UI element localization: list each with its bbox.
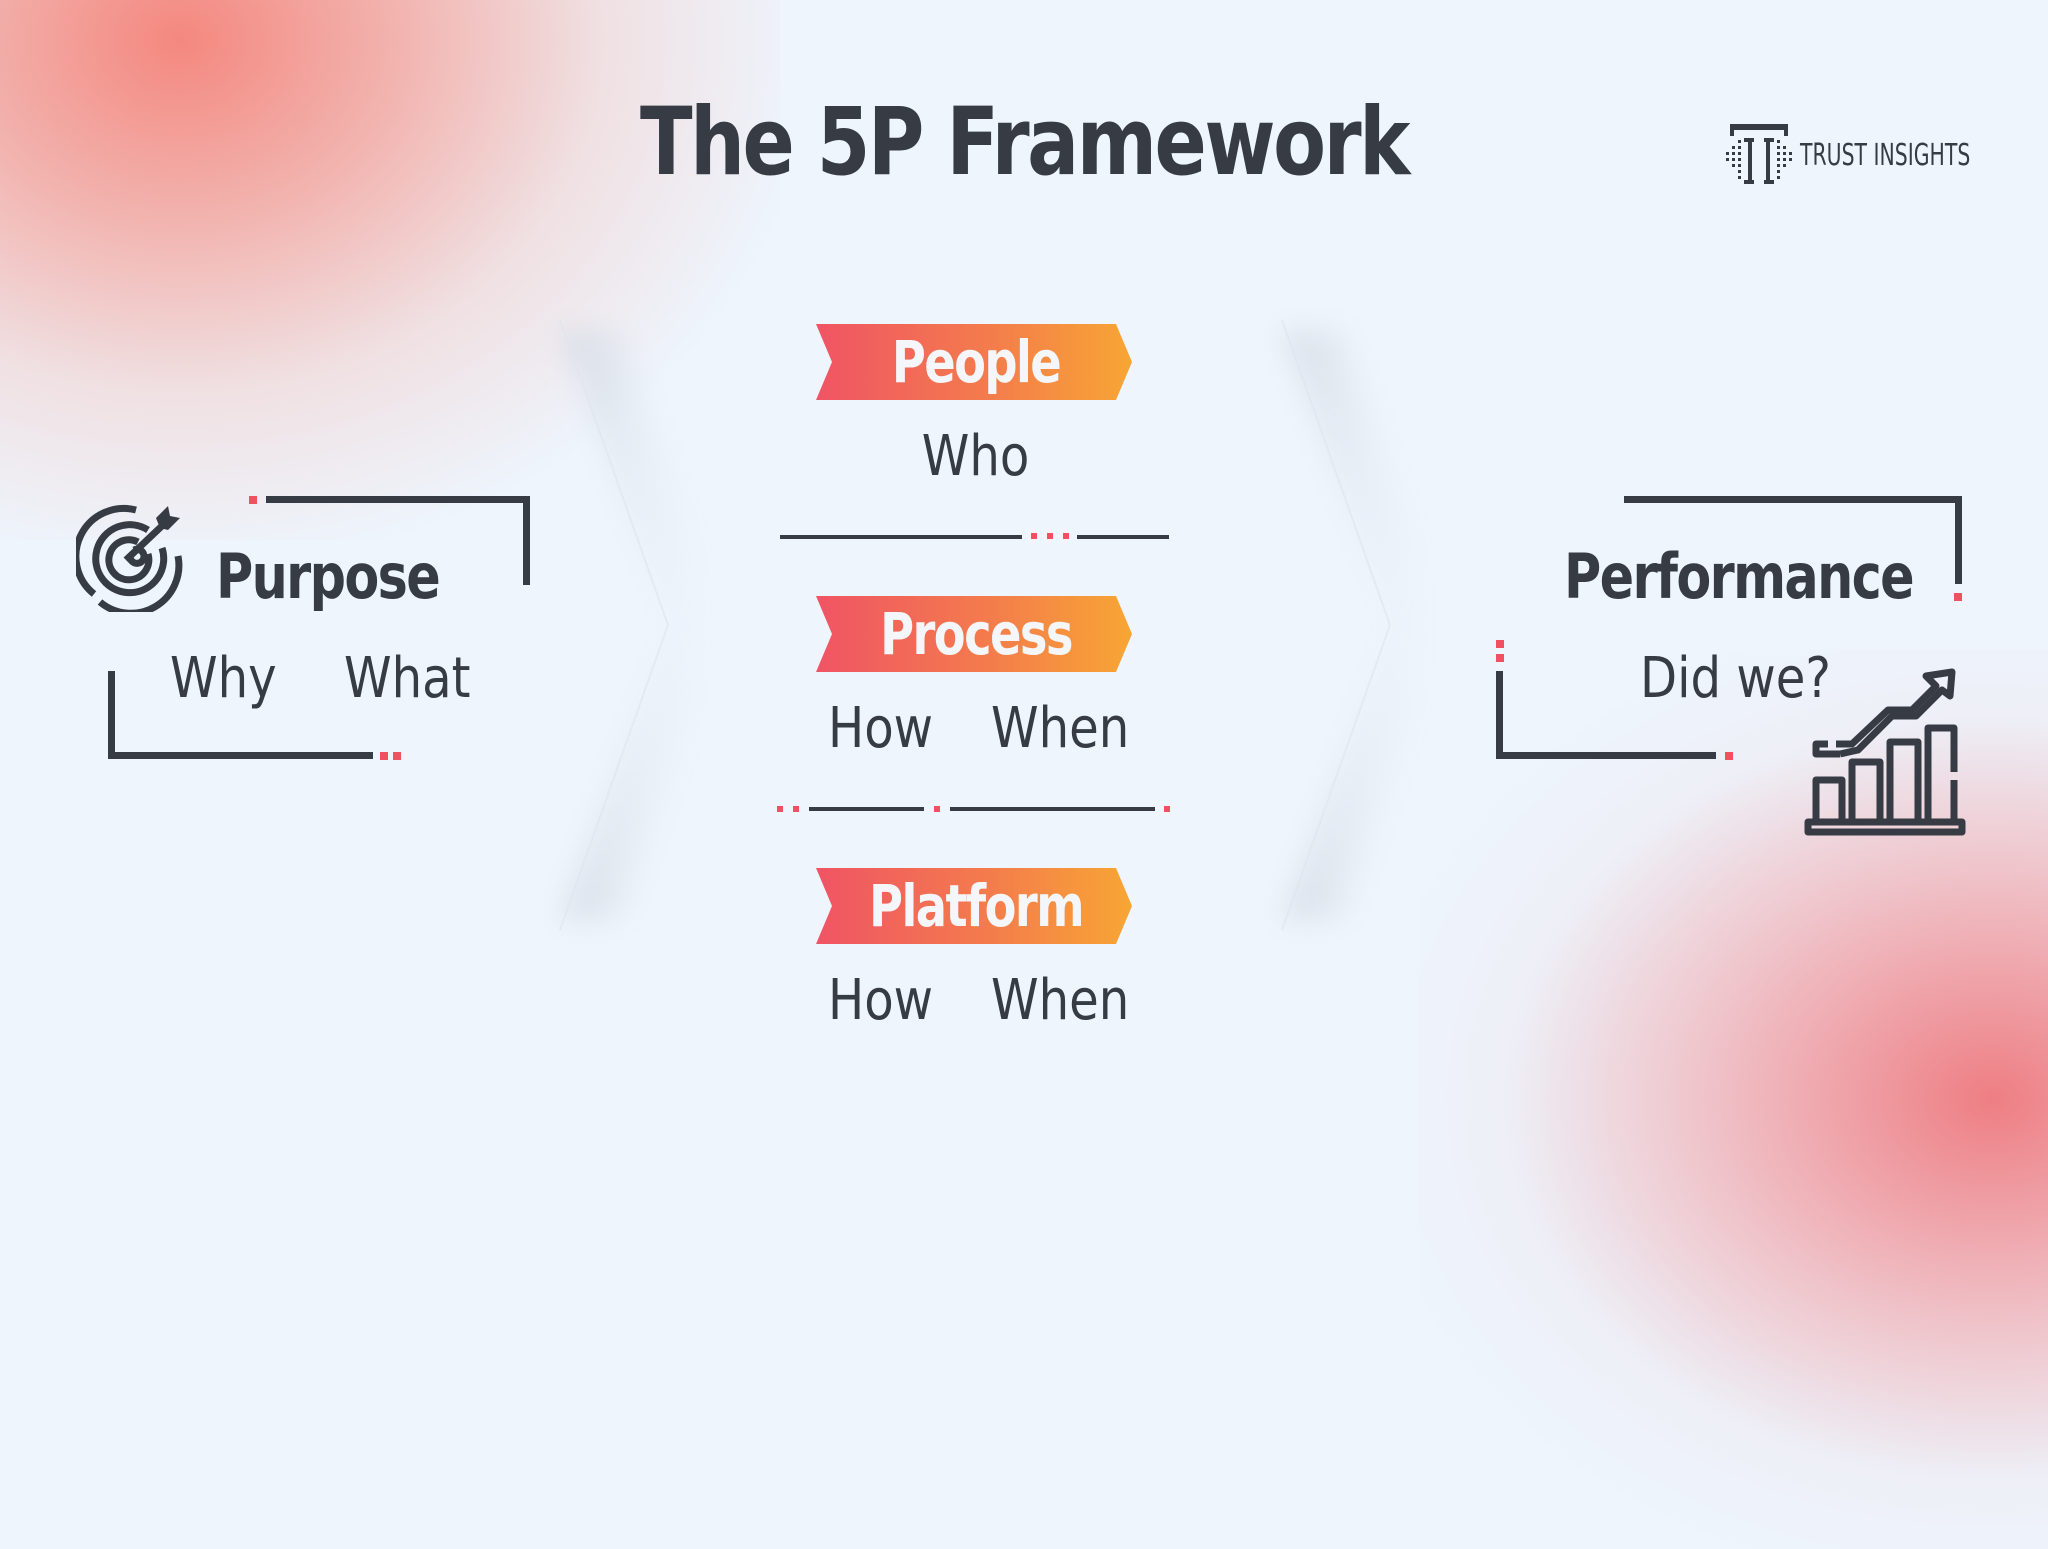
- growth-chart-icon: [1804, 668, 1966, 836]
- process-item-when: When: [991, 696, 1130, 761]
- accent-dot: [934, 806, 940, 812]
- platform-item-when: When: [991, 968, 1130, 1033]
- background-glow-top-left: [0, 0, 780, 540]
- target-icon: [76, 504, 183, 612]
- frame-line-left: [108, 671, 115, 759]
- logo-text: TRUST INSIGHTS: [1800, 137, 1971, 173]
- accent-dot: [1063, 533, 1069, 539]
- frame-line-right: [523, 496, 530, 585]
- accent-dot: [793, 806, 799, 812]
- divider-line: [950, 807, 1155, 811]
- accent-dot: [777, 806, 783, 812]
- process-label: Process: [880, 600, 1073, 668]
- divider-line: [780, 535, 1022, 539]
- performance-item-did-we: Did we?: [1640, 646, 1831, 711]
- accent-dot: [1496, 640, 1504, 648]
- divider-line: [1077, 535, 1169, 539]
- performance-label: Performance: [1564, 540, 1915, 613]
- trust-insights-logo: TRUST INSIGHTS: [1726, 122, 2048, 188]
- divider-line: [809, 807, 924, 811]
- process-banner: Process: [816, 596, 1136, 672]
- platform-banner: Platform: [816, 868, 1136, 944]
- purpose-label: Purpose: [216, 540, 441, 613]
- people-item-who: Who: [716, 424, 1236, 489]
- accent-dot: [1031, 533, 1037, 539]
- frame-line-left: [1496, 671, 1503, 759]
- frame-line-bottom: [1496, 752, 1716, 759]
- accent-dot: [1496, 654, 1504, 662]
- platform-label: Platform: [869, 872, 1084, 940]
- frame-line-top: [1624, 496, 1962, 503]
- slide-title: The 5P Framework: [640, 88, 1410, 197]
- accent-dot: [1164, 806, 1170, 812]
- people-label: People: [891, 328, 1062, 396]
- people-banner: People: [816, 324, 1136, 400]
- accent-dot: [249, 496, 257, 504]
- accent-dot: [1725, 752, 1733, 760]
- trust-insights-t-icon: [1726, 124, 1792, 184]
- chevron-right-icon: [559, 319, 730, 931]
- accent-dot: [380, 752, 388, 760]
- process-item-how: How: [828, 696, 934, 761]
- chevron-right-icon: [1281, 319, 1452, 931]
- frame-line-top: [266, 496, 530, 503]
- accent-dot: [393, 752, 401, 760]
- purpose-item-what: What: [344, 646, 471, 711]
- accent-dot: [1954, 593, 1962, 601]
- people-item-text: Who: [922, 424, 1030, 489]
- frame-line-right: [1955, 496, 1962, 584]
- purpose-item-why: Why: [170, 646, 277, 711]
- platform-item-how: How: [828, 968, 934, 1033]
- accent-dot: [1047, 533, 1053, 539]
- frame-line-bottom: [108, 752, 373, 759]
